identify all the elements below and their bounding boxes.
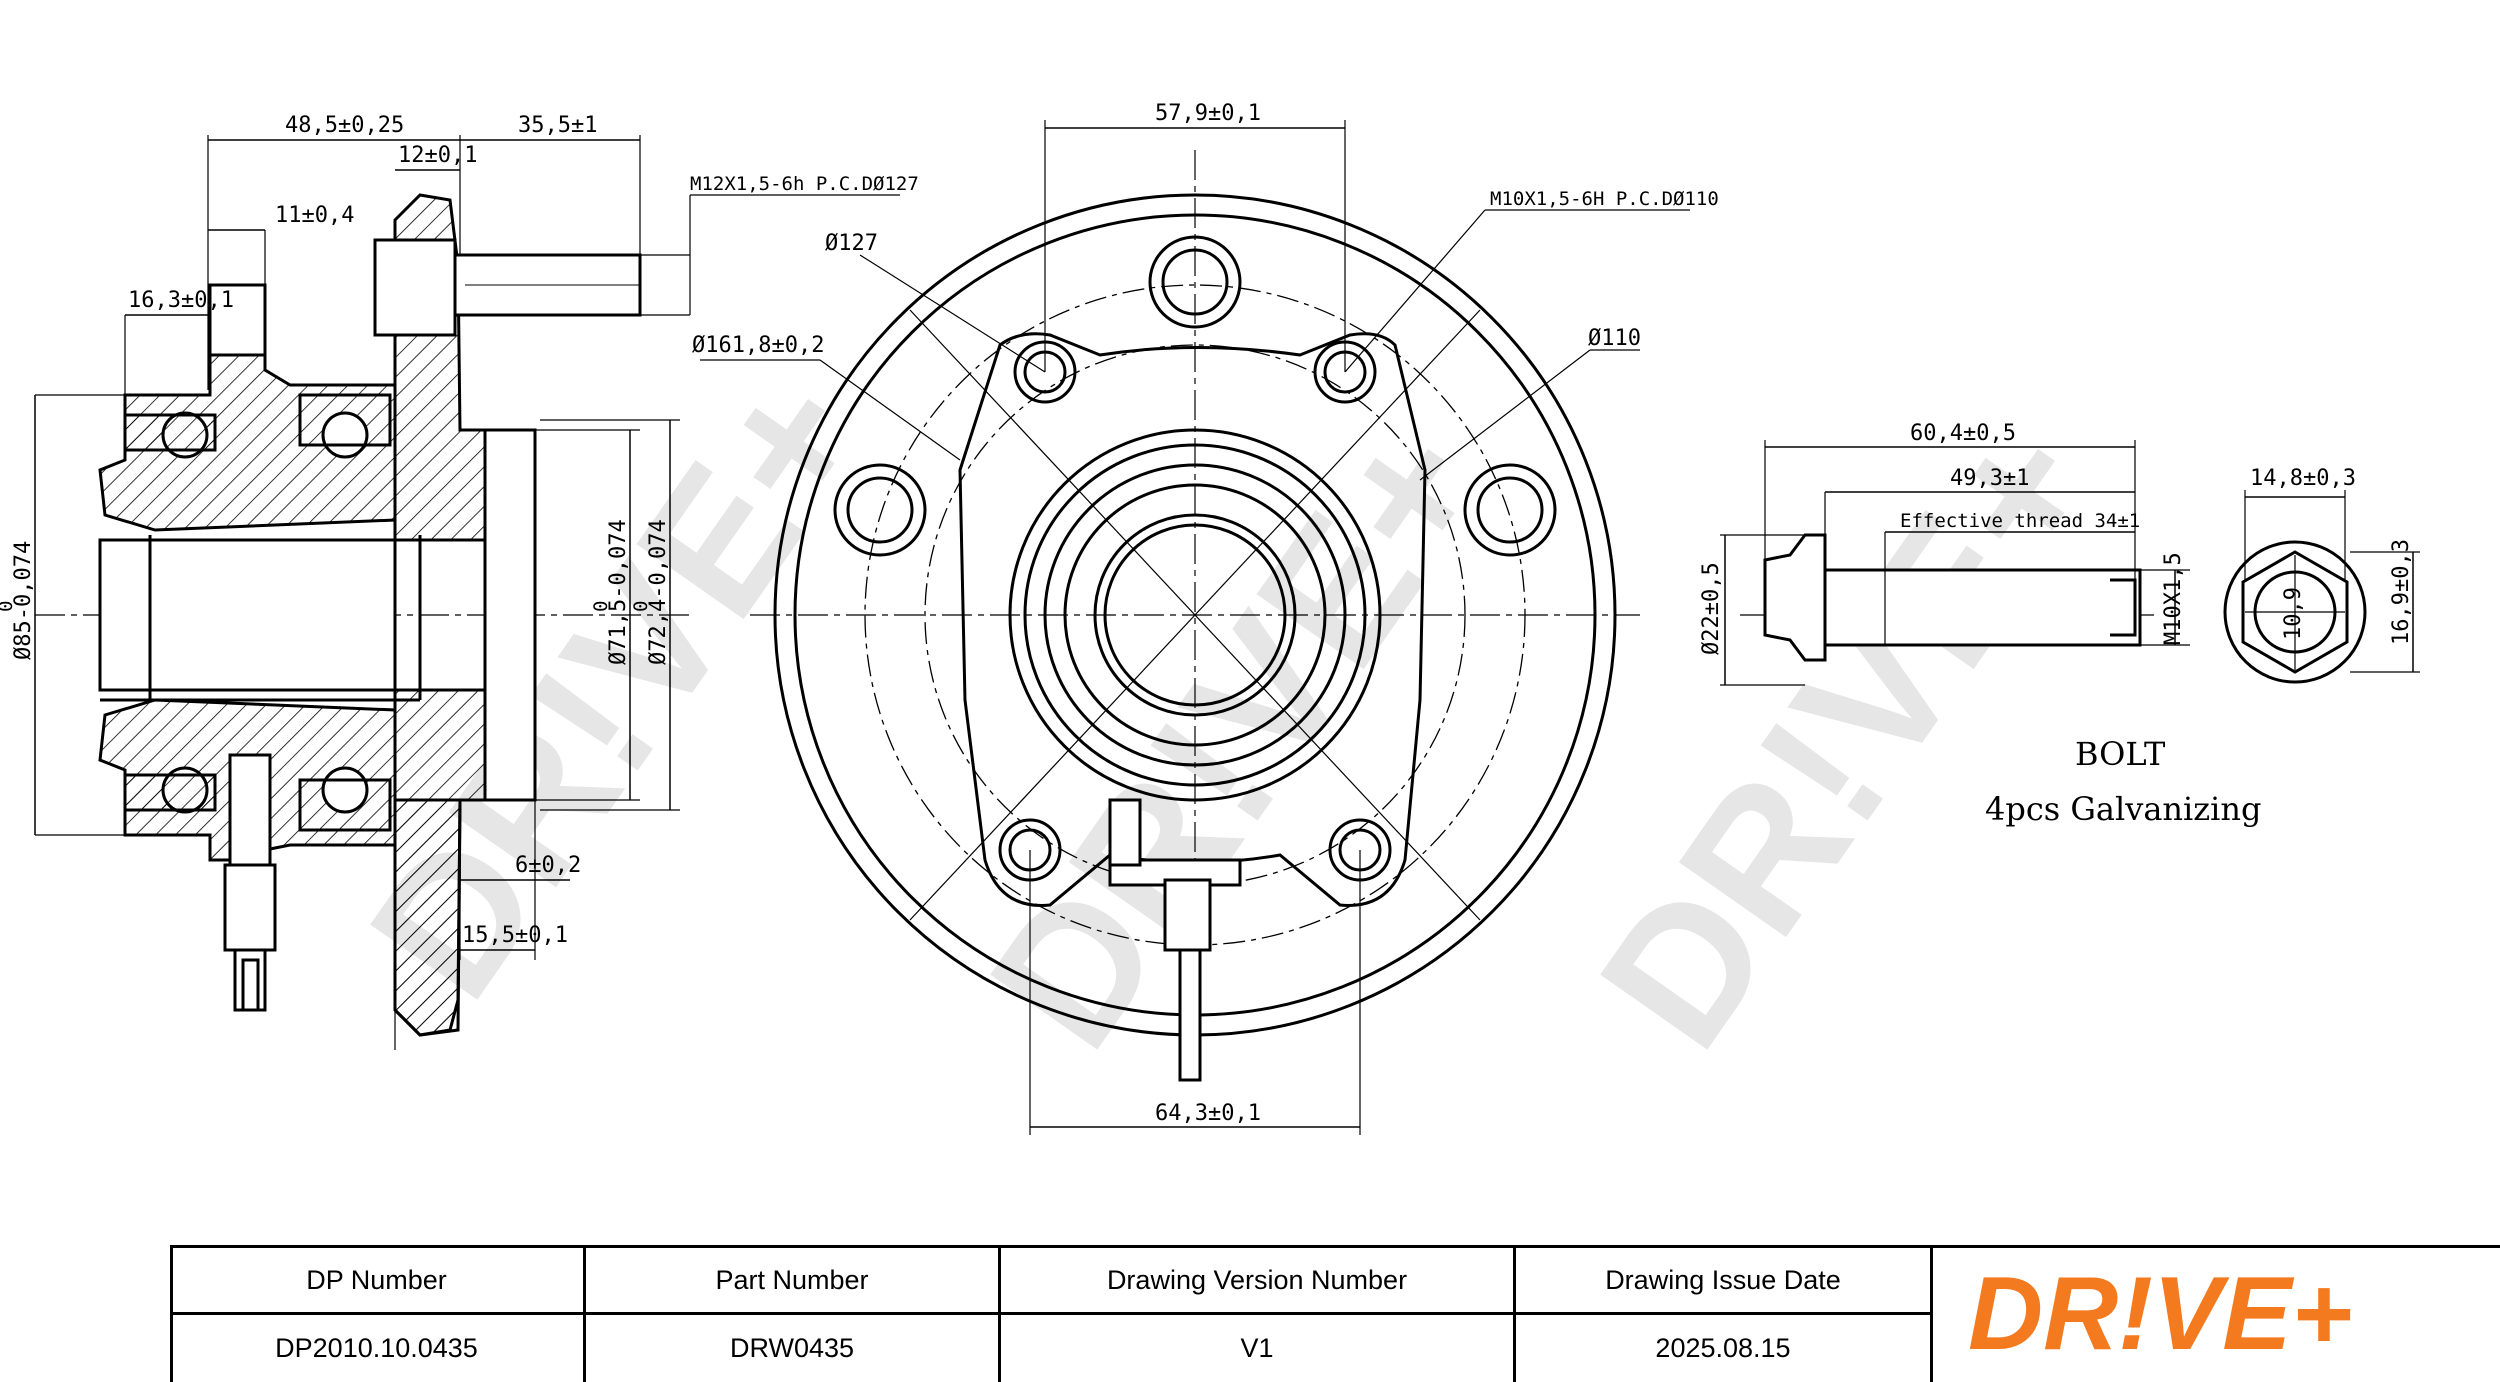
- bolt-view: [1720, 440, 2420, 686]
- title-block: DP Number Part Number Drawing Version Nu…: [170, 1245, 2500, 1382]
- value-issue-date: 2025.08.15: [1516, 1315, 1933, 1382]
- dim-85-upper: 0: [0, 601, 17, 612]
- front-view: [700, 120, 1690, 1135]
- header-part-number: Part Number: [586, 1245, 1001, 1315]
- bolt-note: 4pcs Galvanizing: [1985, 790, 2261, 828]
- title-block-divider: [170, 1312, 1930, 1315]
- dim-48: 48,5±0,25: [285, 113, 404, 138]
- dim-57: 57,9±0,1: [1155, 101, 1261, 126]
- value-part-number: DRW0435: [586, 1315, 1001, 1382]
- dim-bolt-22: Ø22±0,5: [1699, 562, 1724, 655]
- dim-bolt-14: 14,8±0,3: [2250, 466, 2356, 491]
- bolt-title: BOLT: [2075, 735, 2166, 773]
- dim-72-upper: 0: [630, 601, 652, 612]
- header-version: Drawing Version Number: [1001, 1245, 1516, 1315]
- dim-bolt-49: 49,3±1: [1950, 466, 2029, 491]
- dim-6: 6±0,2: [515, 853, 581, 878]
- dim-64: 64,3±0,1: [1155, 1101, 1261, 1126]
- front-view-labels: 57,9±0,1 64,3±0,1 Ø127 Ø161,8±0,2 Ø110 M…: [692, 101, 1719, 1126]
- thread-spec: M10X1,5-6H P.C.DØ110: [1490, 188, 1719, 210]
- dim-11: 11±0,4: [275, 203, 354, 228]
- dim-71-upper: 0: [590, 601, 612, 612]
- side-view-labels: 48,5±0,25 35,5±1 12±0,1 11±0,4 16,3±0,1 …: [0, 113, 919, 948]
- dim-35: 35,5±1: [518, 113, 597, 138]
- dim-bolt-16: 16,9±0,3: [2389, 539, 2414, 645]
- stud-spec: M12X1,5-6h P.C.DØ127: [690, 173, 919, 195]
- dim-71: Ø71,5-0,074: [606, 519, 631, 665]
- header-dp-number: DP Number: [170, 1245, 586, 1315]
- dim-85: Ø85-0,074: [11, 541, 36, 660]
- logo-text: DR!VE+: [1968, 1259, 2352, 1369]
- dim-127: Ø127: [825, 231, 878, 256]
- drive-logo: DR!VE+: [1935, 1245, 2500, 1382]
- dim-bolt-hex: 10,9: [2281, 587, 2306, 640]
- dim-110: Ø110: [1588, 326, 1641, 351]
- dim-bolt-m10: M10X1,5: [2161, 552, 2186, 645]
- dim-15: 15,5±0,1: [462, 923, 568, 948]
- header-issue-date: Drawing Issue Date: [1516, 1245, 1933, 1315]
- side-section-view: [34, 135, 900, 1050]
- dim-72: Ø72,4-0,074: [646, 519, 671, 665]
- dim-bolt-thread: Effective thread 34±1: [1900, 510, 2140, 532]
- drive-logo-icon: DR!VE+: [1968, 1259, 2352, 1369]
- value-version: V1: [1001, 1315, 1516, 1382]
- bolt-view-labels: 60,4±0,5 49,3±1 Effective thread 34±1 Ø2…: [1699, 421, 2414, 828]
- value-dp-number: DP2010.10.0435: [170, 1315, 586, 1382]
- dim-12: 12±0,1: [398, 143, 477, 168]
- dim-161: Ø161,8±0,2: [692, 333, 824, 358]
- dim-16: 16,3±0,1: [128, 288, 234, 313]
- dim-bolt-60: 60,4±0,5: [1910, 421, 2016, 446]
